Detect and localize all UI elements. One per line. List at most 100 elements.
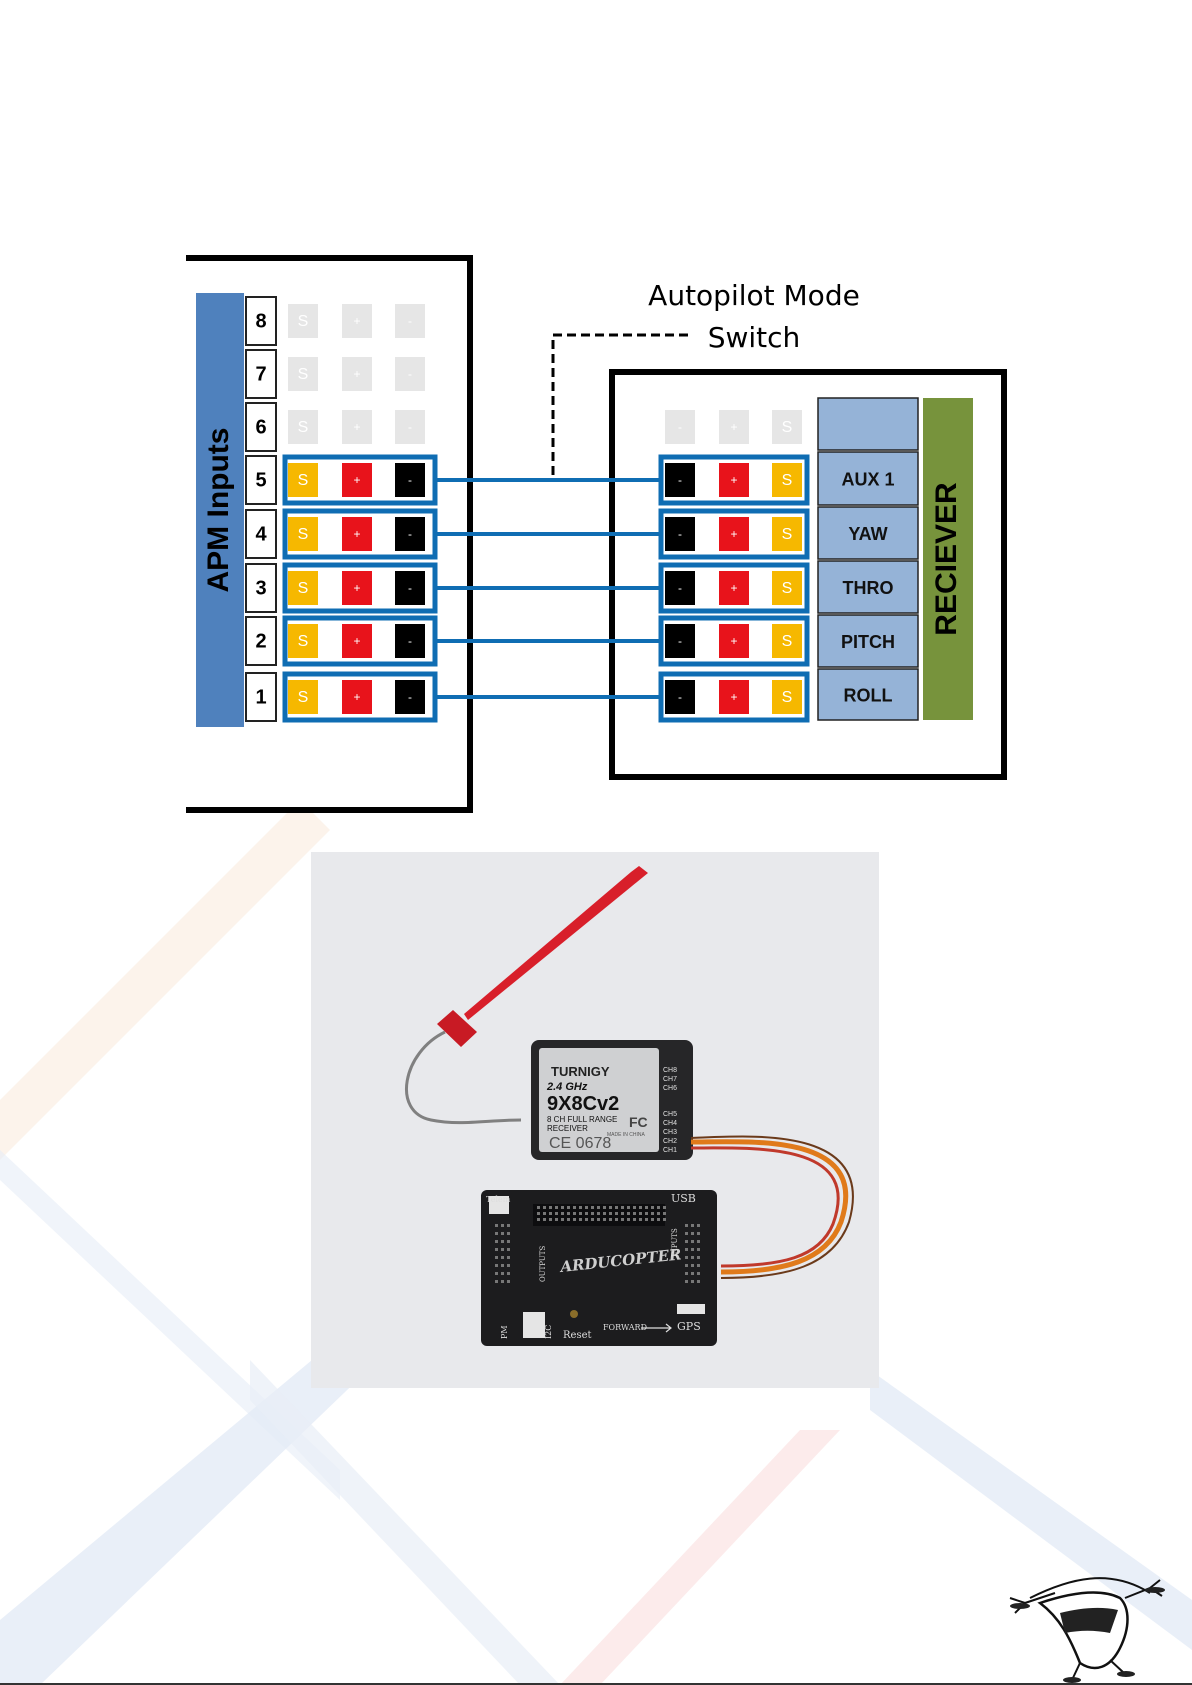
apm-pin-label: + [353,473,360,487]
apm-port-number-box [245,672,277,722]
apm-port-number-box [245,455,277,505]
receiver-pin [665,517,695,551]
apm-port-number: 2 [255,630,266,652]
apm-pin-label: S [298,366,309,383]
apm-pin [342,357,372,391]
rx-channel-label: CH2 [663,1138,677,1145]
apm-pin [288,571,318,605]
receiver-pin-label: + [730,581,737,595]
channel-box [817,397,919,451]
apm-port-number: 3 [255,577,266,599]
rx-made: MADE IN CHINA [607,1132,645,1138]
apm-pin-label: S [298,313,309,330]
rx-desc-2: RECEIVER [547,1124,588,1133]
apm-port-number-box [245,349,277,399]
apm-pin-label: - [408,527,412,541]
apm-inputs-band [196,293,244,727]
apm-pin [288,680,318,714]
receiver-pin [719,463,749,497]
apm-port-number: 1 [255,686,266,708]
rx-channel-label: CH6 [663,1085,677,1092]
apm-pin-label: S [298,472,309,489]
rx-band: 2.4 GHz [546,1081,588,1093]
receiver-pin-label: S [782,689,793,706]
rx-fc: FC [629,1114,648,1130]
receiver-pin [719,624,749,658]
apm-pin-label: - [408,634,412,648]
channel-label: PITCH [841,632,895,652]
receiver-pin [772,517,802,551]
apm-port-number: 5 [255,469,266,491]
rx-channel-label: CH7 [663,1076,677,1083]
channel-box [817,506,919,560]
antenna-tube [464,866,648,1020]
apm-pin [342,410,372,444]
board-i2c: I2C [544,1325,553,1339]
apm-pin [395,304,425,338]
apm-inputs-title: APM Inputs [202,428,235,593]
rx-desc-1: 8 CH FULL RANGE [547,1115,617,1124]
apm-pin [395,463,425,497]
channel-box [817,560,919,614]
apm-port-number: 7 [255,363,266,385]
receiver-pin [772,624,802,658]
receiver-pin [665,680,695,714]
board-inputs: INPUTS [671,1228,679,1257]
receiver-pin [772,571,802,605]
receiver-pin-label: - [678,690,682,704]
rx-channel-label: CH4 [663,1120,677,1127]
apm-port-number-box [245,509,277,559]
receiver-pin-label: S [782,526,793,543]
annotation-line-1: Autopilot Mode [648,279,860,312]
apm-pin [342,517,372,551]
receiver-pin-label: S [782,633,793,650]
board-outputs: OUTPUTS [539,1246,547,1282]
apm-port-number: 4 [255,523,267,545]
receiver-pin-label: - [678,634,682,648]
receiver-pin [665,571,695,605]
apm-pin [395,680,425,714]
receiver-pin-label: S [782,580,793,597]
channel-label: ROLL [844,685,893,705]
receiver-pin [719,410,749,444]
apm-pin-label: S [298,580,309,597]
apm-pin-label: - [408,473,412,487]
apm-pin [342,463,372,497]
annotation-line-2: Switch [708,321,801,354]
rx-channel-label: CH3 [663,1129,677,1136]
receiver-pin-label: + [730,690,737,704]
apm-pin-label: S [298,526,309,543]
receiver-pin [665,410,695,444]
receiver-pin [665,624,695,658]
receiver-pin [719,680,749,714]
apm-pin-label: + [353,527,360,541]
receiver-pin-label: + [730,527,737,541]
receiver-pin-label: - [678,527,682,541]
apm-pin [342,571,372,605]
receiver-pin [772,680,802,714]
apm-port-number: 8 [255,310,266,332]
receiver-pin-label: + [730,420,737,434]
apm-pin [288,304,318,338]
apm-port-number-box [245,402,277,452]
antenna-wire [405,1030,522,1125]
channel-box [817,614,919,668]
board-usb: USB [671,1192,696,1205]
receiver-pin [719,517,749,551]
apm-pin [395,624,425,658]
apm-pin [395,410,425,444]
apm-pin-label: - [408,367,412,381]
apm-pin [288,410,318,444]
channel-label: AUX 1 [841,469,894,489]
receiver-pin [665,463,695,497]
hardware-photo: TURNIGY 2.4 GHz 9X8Cv2 8 CH FULL RANGE R… [311,852,879,1388]
receiver-pin-label: S [782,472,793,489]
receiver-pin-label: + [730,473,737,487]
apm-pin-label: - [408,420,412,434]
receiver-pin-label: - [678,473,682,487]
apm-pin-label: + [353,420,360,434]
apm-pin [288,517,318,551]
receiver-pin-label: S [782,419,793,436]
